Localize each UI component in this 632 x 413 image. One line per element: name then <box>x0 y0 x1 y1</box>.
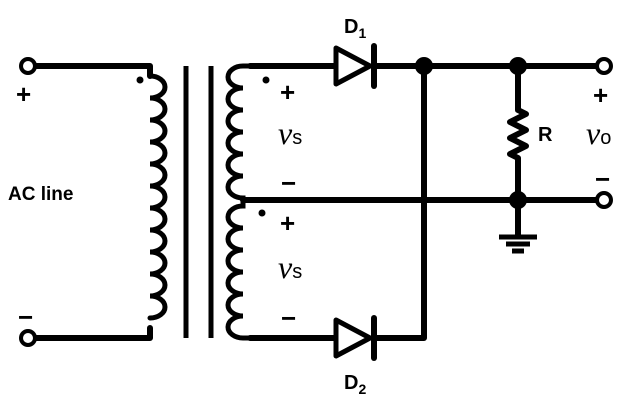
secondary-lower-coil <box>225 197 253 341</box>
primary-plus-sign: + <box>16 79 31 109</box>
lower-vs-label: vs <box>278 249 302 285</box>
ac-line-label: AC line <box>8 184 73 205</box>
lower-polarity-dot <box>258 209 266 217</box>
junction-resistor-bottom <box>509 191 527 209</box>
primary-bottom-terminal <box>19 329 37 347</box>
primary-bottom-wire <box>25 325 153 341</box>
diode-d2: D2 <box>333 315 377 397</box>
output-vo-label: vo <box>586 115 611 151</box>
upper-polarity-dot <box>262 76 270 84</box>
primary-minus-sign: − <box>18 302 33 332</box>
output-minus-sign: − <box>595 164 610 194</box>
secondary-upper-coil <box>225 63 253 203</box>
diode-d1-label: D1 <box>344 16 366 41</box>
resistor-label: R <box>538 124 553 146</box>
output-negative-terminal <box>595 191 613 209</box>
lower-minus-sign: − <box>281 303 296 333</box>
secondary-circuit: + − + − vs vs <box>225 63 601 341</box>
primary-coil <box>147 73 168 321</box>
upper-minus-sign: − <box>281 168 296 198</box>
primary-circuit: + − AC line <box>8 57 168 347</box>
primary-top-wire <box>25 63 153 79</box>
junction-resistor-top <box>509 57 527 75</box>
output-plus-sign: + <box>593 80 608 110</box>
junction-cathodes <box>415 57 433 75</box>
primary-top-terminal <box>19 57 37 75</box>
diode-d1: D1 <box>333 16 377 89</box>
upper-plus-sign: + <box>280 77 295 107</box>
d2-return-wire <box>371 63 427 341</box>
lower-plus-sign: + <box>280 208 295 238</box>
diode-d1-triangle <box>333 45 373 87</box>
output-circuit: R + − vo <box>371 57 613 341</box>
diode-d2-label: D2 <box>344 372 366 397</box>
output-positive-terminal <box>595 57 613 75</box>
primary-polarity-dot <box>136 76 144 84</box>
transformer-core <box>183 66 214 338</box>
upper-vs-label: vs <box>278 115 302 151</box>
resistor-r <box>507 63 529 203</box>
diode-d2-triangle <box>333 317 373 359</box>
